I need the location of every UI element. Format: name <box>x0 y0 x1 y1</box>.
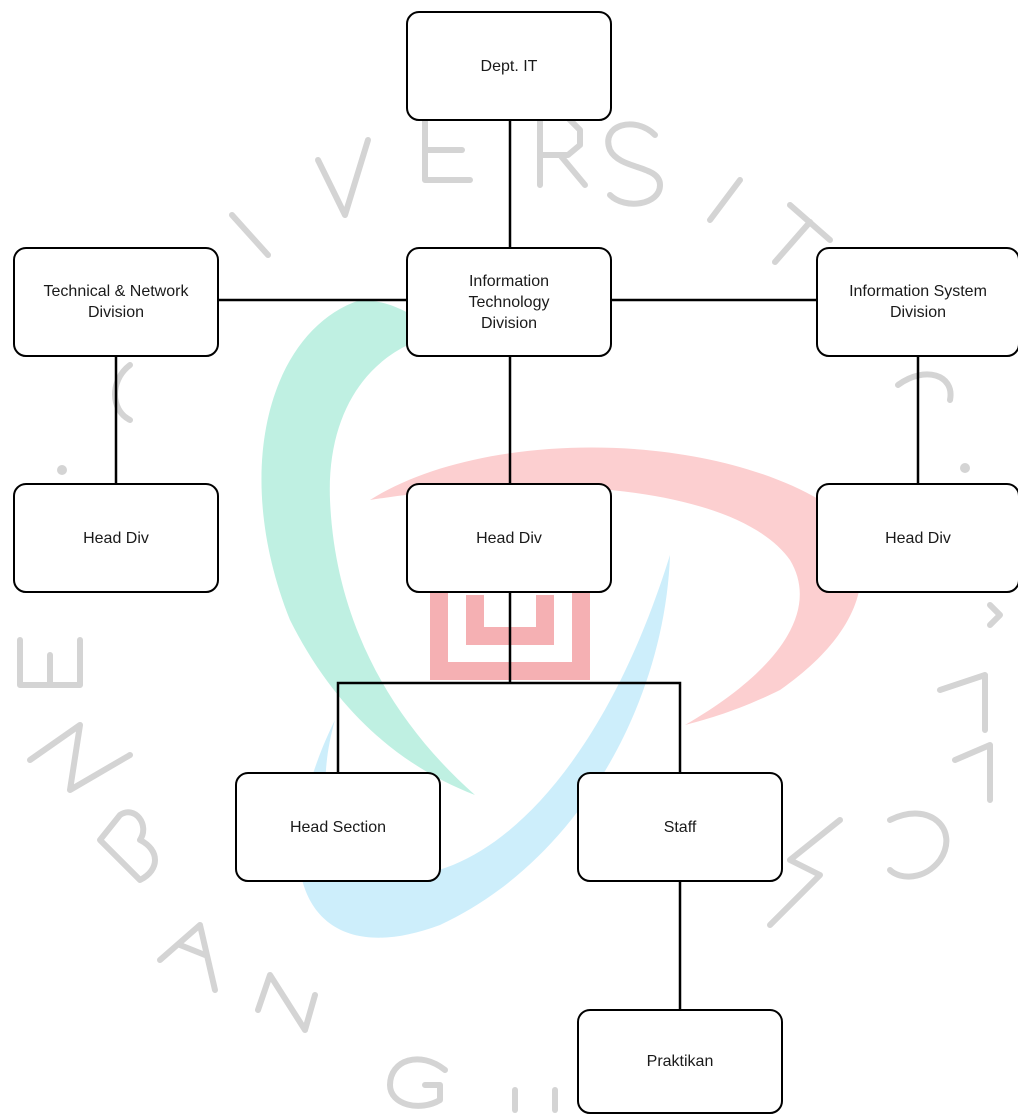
node-head-div-center-label: Head Div <box>476 529 542 547</box>
node-head-section: Head Section <box>235 772 441 882</box>
watermark-red-arc <box>370 447 861 725</box>
node-information-system-division: Information System Division <box>816 247 1018 357</box>
node-head-div-left: Head Div <box>13 483 219 593</box>
node-dept-it-label: Dept. IT <box>480 57 538 75</box>
node-head-div-right: Head Div <box>816 483 1018 593</box>
node-technical-network-division-label: Technical & Network Division <box>43 283 189 321</box>
node-information-technology-division-label: Information Technology Division <box>468 272 550 332</box>
node-technical-network-division: Technical & Network Division <box>13 247 219 357</box>
node-information-technology-division: Information Technology Division <box>406 247 612 357</box>
node-information-system-division-label: Information System Division <box>849 283 987 321</box>
node-praktikan: Praktikan <box>577 1009 783 1114</box>
node-staff-label: Staff <box>663 818 697 836</box>
watermark-blue-arc <box>299 555 670 938</box>
node-dept-it: Dept. IT <box>406 11 612 121</box>
node-head-div-left-label: Head Div <box>83 529 149 547</box>
node-head-div-right-label: Head Div <box>885 529 951 547</box>
node-praktikan-label: Praktikan <box>646 1053 714 1070</box>
node-staff: Staff <box>577 772 783 882</box>
node-head-div-center: Head Div <box>406 483 612 593</box>
connector-branch-horizontal <box>336 681 682 773</box>
watermark-teal-arc <box>261 300 475 795</box>
watermark-logo-bars <box>430 575 590 680</box>
node-head-section-label: Head Section <box>289 818 387 836</box>
